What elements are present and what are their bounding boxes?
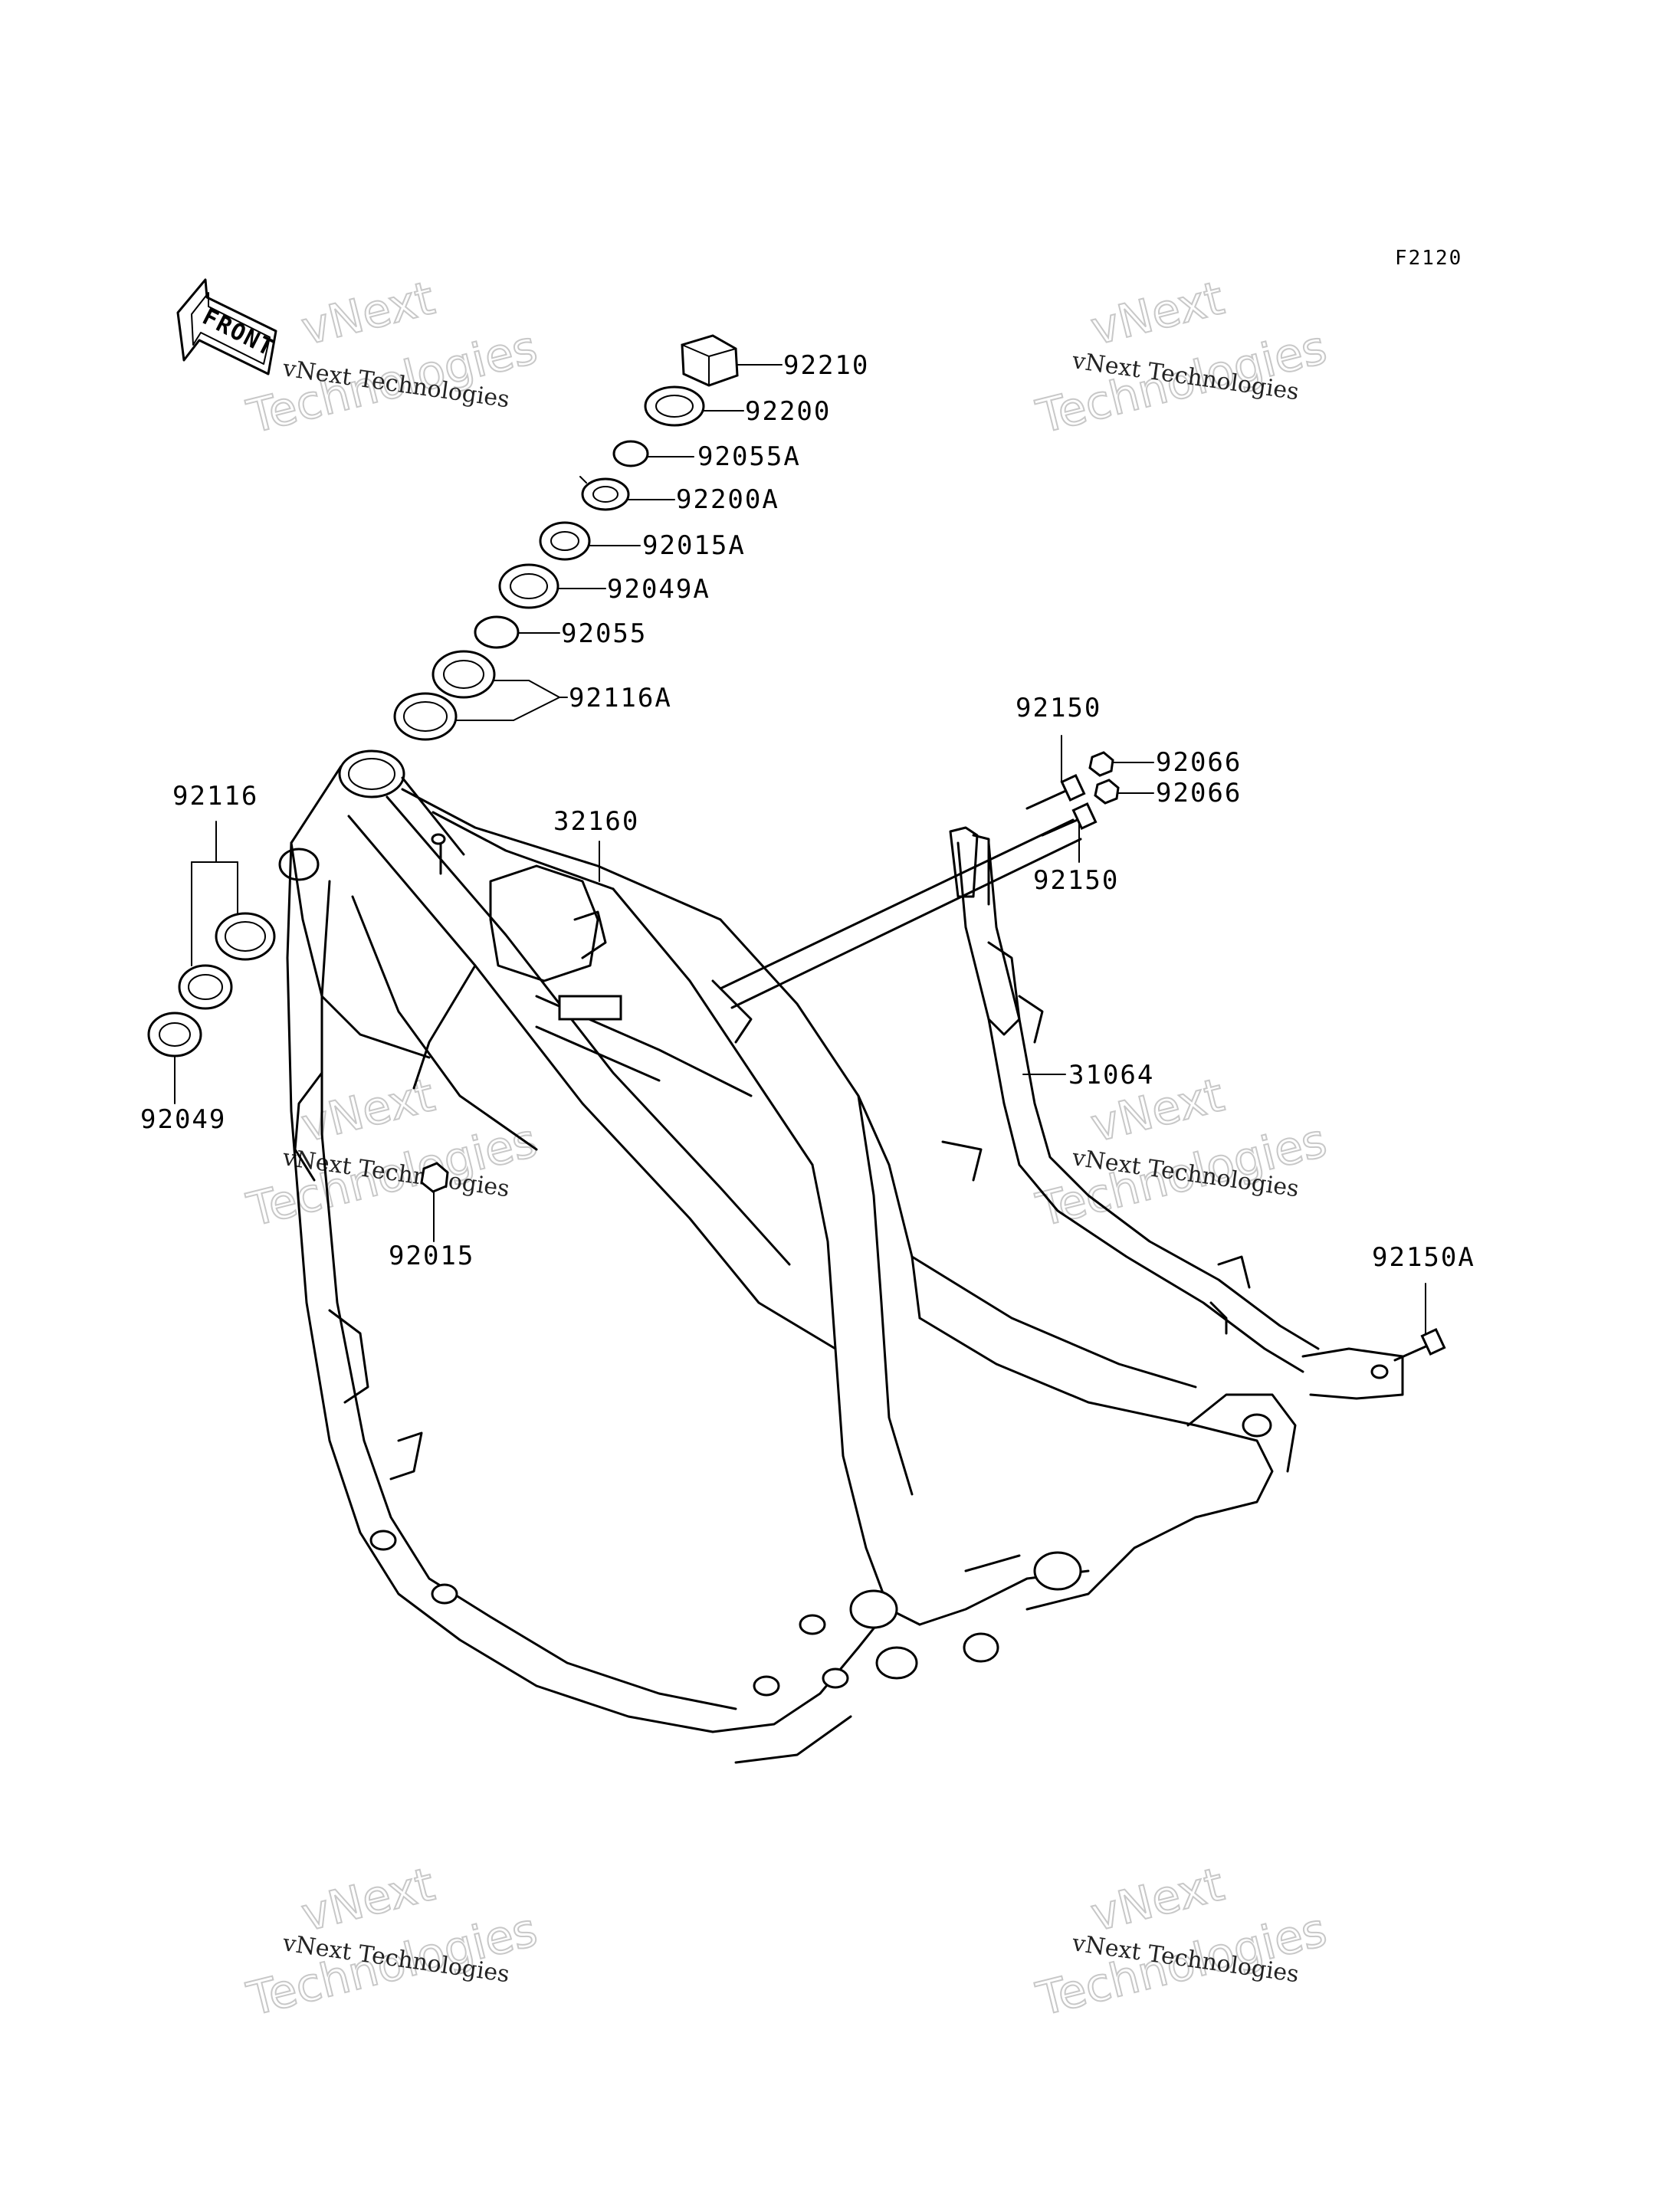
part-label-92066-b: 92066 (1156, 778, 1242, 808)
main-frame (278, 749, 1297, 1764)
o-ring-icon (612, 440, 649, 467)
nut-icon (1094, 779, 1120, 805)
lower-bearing-parts (147, 912, 276, 1058)
part-label-92200a: 92200A (676, 484, 779, 515)
part-label-92150a: 92150A (1372, 1242, 1475, 1273)
svg-text:vNext: vNext (297, 1858, 440, 1942)
part-label-92015: 92015 (389, 1241, 474, 1271)
mounting-bolts (420, 751, 1446, 1362)
part-label-92150-top: 92150 (1016, 693, 1101, 723)
washer-icon (644, 385, 705, 427)
bearing-upper-icon (431, 650, 496, 699)
svg-text:vNext: vNext (297, 271, 440, 356)
lower-seal-icon (147, 1012, 202, 1058)
svg-text:vNext: vNext (1086, 271, 1229, 356)
part-label-92055: 92055 (561, 618, 647, 649)
part-label-92150-mid: 92150 (1033, 865, 1119, 896)
part-label-92055a: 92055A (697, 441, 801, 472)
leader-lines (174, 364, 1426, 1334)
bearing-race-lower-icon (215, 912, 276, 961)
steering-stack (393, 334, 739, 741)
watermark-top-right: vNext Technologies vNext Technologies (1031, 271, 1333, 445)
bearing-lower-icon (178, 964, 233, 1010)
bearing-race-icon (393, 692, 458, 741)
o-ring-icon (474, 615, 520, 649)
svg-text:vNext: vNext (1086, 1858, 1229, 1942)
part-label-31064: 31064 (1068, 1060, 1154, 1090)
stem-locknut-icon (539, 521, 591, 561)
part-label-92015a: 92015A (642, 530, 746, 561)
figure-code: F2120 (1395, 247, 1462, 270)
front-arrow-icon: FRONT (176, 278, 279, 375)
svg-text:vNext: vNext (297, 1068, 440, 1153)
part-label-92066-a: 92066 (1156, 747, 1242, 778)
watermark-bottom-right: vNext Technologies vNext Technologies (1031, 1857, 1333, 2028)
watermark-mid-left: vNext Technologies vNext Technologies (241, 1067, 543, 1238)
rear-subframe (941, 826, 1404, 1400)
part-label-92116: 92116 (172, 781, 258, 812)
lock-washer-icon (579, 476, 630, 511)
part-label-92049: 92049 (140, 1104, 226, 1135)
steering-stem-nut-icon (681, 334, 739, 387)
part-labels: 92210 92200 92055A 92200A 92015A 92049A … (140, 350, 1475, 1273)
watermark-top-left: vNext Technologies vNext Technologies (241, 271, 543, 445)
nut-icon (1088, 751, 1114, 777)
oil-seal-icon (498, 563, 559, 609)
part-label-92200: 92200 (745, 396, 831, 427)
part-label-92049a: 92049A (607, 574, 710, 605)
part-label-92116a: 92116A (569, 683, 672, 713)
watermark-mid-right: vNext Technologies vNext Technologies (1031, 1067, 1333, 1238)
part-label-92210: 92210 (783, 350, 869, 381)
nut-icon (420, 1162, 449, 1193)
watermark-bottom-left: vNext Technologies vNext Technologies (241, 1857, 543, 2028)
part-label-32160: 32160 (553, 806, 639, 837)
